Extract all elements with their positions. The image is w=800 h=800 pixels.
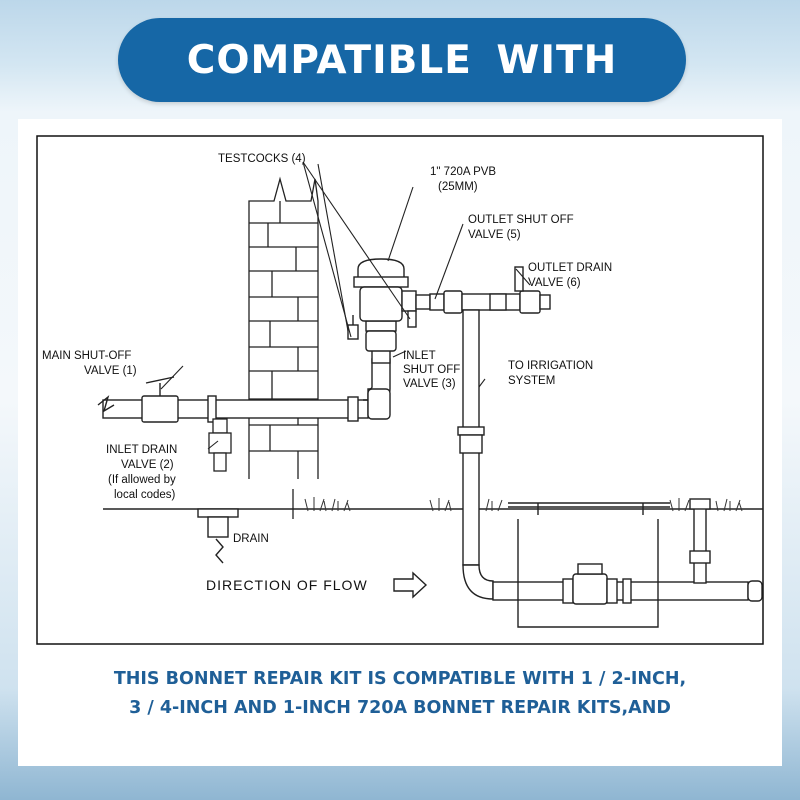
label-outlet-drain-line1: OUTLET DRAIN bbox=[528, 262, 612, 274]
title-banner: COMPATIBLE WITH bbox=[118, 18, 686, 102]
banner-title: COMPATIBLE WITH bbox=[186, 37, 618, 83]
main-shutoff-valve bbox=[141, 376, 179, 423]
valve-box bbox=[508, 502, 670, 628]
sprinkler-riser bbox=[689, 498, 763, 602]
diagram-frame bbox=[36, 135, 764, 645]
leader-lines bbox=[160, 161, 531, 450]
label-outlet-shutoff-line2: VALVE (5) bbox=[468, 229, 521, 241]
label-inlet-drain-line1: INLET DRAIN bbox=[106, 444, 177, 456]
label-inlet-shutoff-line2: SHUT OFF bbox=[403, 364, 460, 376]
label-direction-of-flow: DIRECTION OF FLOW bbox=[206, 577, 368, 593]
label-testcocks: TESTCOCKS (4) bbox=[218, 153, 306, 165]
grass bbox=[304, 497, 743, 512]
label-inlet-shutoff-line1: INLET bbox=[403, 350, 436, 362]
pvb-body bbox=[347, 258, 431, 340]
caption: THIS BONNET REPAIR KIT IS COMPATIBLE WIT… bbox=[18, 665, 782, 723]
label-main-shutoff-line2: VALVE (1) bbox=[84, 365, 137, 377]
label-inlet-shutoff-line3: VALVE (3) bbox=[403, 378, 456, 390]
drain bbox=[197, 508, 239, 564]
riser-pipe bbox=[365, 320, 397, 364]
brick-wall bbox=[248, 176, 319, 519]
flow-arrow-icon bbox=[393, 571, 428, 599]
installation-diagram: TESTCOCKS (4) 1" 720A PVB (25MM) OUTLET … bbox=[36, 135, 764, 645]
label-inlet-drain-line3: (If allowed by bbox=[108, 474, 176, 486]
label-outlet-drain-line2: VALVE (6) bbox=[528, 277, 581, 289]
label-inlet-drain-line4: local codes) bbox=[114, 489, 176, 501]
label-pvb-line2: (25MM) bbox=[438, 181, 478, 193]
inlet-drain-valve bbox=[208, 418, 232, 472]
irrigation-down-pipe bbox=[457, 309, 494, 600]
label-irrigation-line1: TO IRRIGATION bbox=[508, 360, 593, 372]
label-outlet-shutoff-line1: OUTLET SHUT OFF bbox=[468, 214, 574, 226]
label-irrigation-line2: SYSTEM bbox=[508, 375, 555, 387]
label-main-shutoff-line1: MAIN SHUT-OFF bbox=[42, 350, 131, 362]
caption-line-2: 3 / 4-INCH AND 1-INCH 720A BONNET REPAIR… bbox=[129, 698, 671, 718]
label-pvb-line1: 1" 720A PVB bbox=[430, 166, 496, 178]
label-drain: DRAIN bbox=[233, 533, 269, 545]
caption-line-1: THIS BONNET REPAIR KIT IS COMPATIBLE WIT… bbox=[113, 669, 687, 689]
outlet-pipe bbox=[429, 266, 551, 314]
lower-pipe bbox=[492, 563, 749, 605]
diagram-panel: TESTCOCKS (4) 1" 720A PVB (25MM) OUTLET … bbox=[18, 119, 782, 766]
label-inlet-drain-line2: VALVE (2) bbox=[121, 459, 174, 471]
